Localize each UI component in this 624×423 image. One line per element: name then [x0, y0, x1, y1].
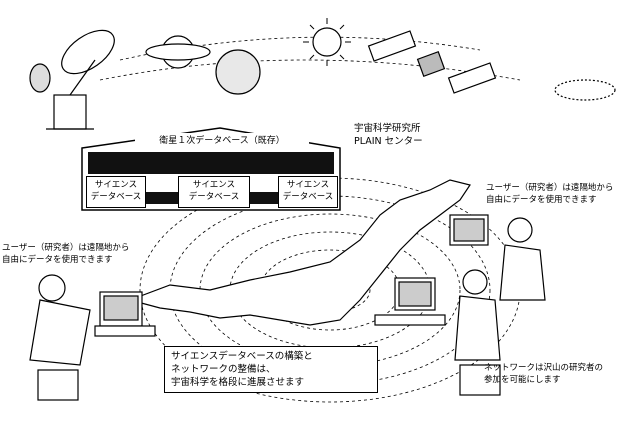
user-note-right: ユーザー（研究者）は遠隔地から 自由にデータを使用できます	[486, 182, 613, 206]
caption-line2: ネットワークの整備は、	[171, 364, 276, 375]
satellite-dish-icon	[29, 29, 115, 130]
science-db-2: サイエンス データベース	[178, 176, 250, 208]
right-workstations	[374, 214, 546, 396]
japan-map	[128, 179, 471, 326]
science-db-3-line1: サイエンス	[286, 180, 330, 190]
science-db-2-line1: サイエンス	[192, 180, 236, 190]
satellite-icon	[367, 30, 497, 94]
planets-icon	[145, 18, 616, 101]
user-note-right-line1: ユーザー（研究者）は遠隔地から	[486, 183, 614, 193]
science-db-1: サイエンス データベース	[86, 176, 146, 208]
science-db-2-line2: データベース	[188, 192, 240, 202]
user-note-right-line2: 自由にデータを使用できます	[486, 195, 597, 205]
center-sub: PLAIN センター	[354, 136, 423, 147]
caption-box: サイエンスデータベースの構築と ネットワークの整備は、 宇宙科学を格段に進展させ…	[164, 346, 378, 393]
user-note-left-line1: ユーザー（研究者）は遠隔地から	[2, 243, 130, 253]
caption-line1: サイエンスデータベースの構築と	[171, 351, 313, 362]
user-note-left-line2: 自由にデータを使用できます	[2, 255, 113, 265]
plain-center-label: 宇宙科学研究所 PLAIN センター	[354, 122, 423, 148]
science-db-3-line2: データベース	[282, 192, 334, 202]
network-note-line2: 参加を可能にします	[484, 375, 561, 385]
db-title: 衛星１次データベース（既存）	[135, 133, 309, 146]
science-db-1-line2: データベース	[90, 192, 142, 202]
user-note-left: ユーザー（研究者）は遠隔地から 自由にデータを使用できます	[2, 242, 129, 266]
center-name: 宇宙科学研究所	[354, 123, 421, 134]
science-db-1-line1: サイエンス	[94, 180, 138, 190]
science-db-3: サイエンス データベース	[278, 176, 338, 208]
left-workstation	[29, 274, 156, 401]
network-note: ネットワークは沢山の研究者の 参加を可能にします	[484, 362, 603, 386]
network-note-line1: ネットワークは沢山の研究者の	[484, 363, 604, 373]
caption-line3: 宇宙科学を格段に進展させます	[171, 377, 305, 388]
